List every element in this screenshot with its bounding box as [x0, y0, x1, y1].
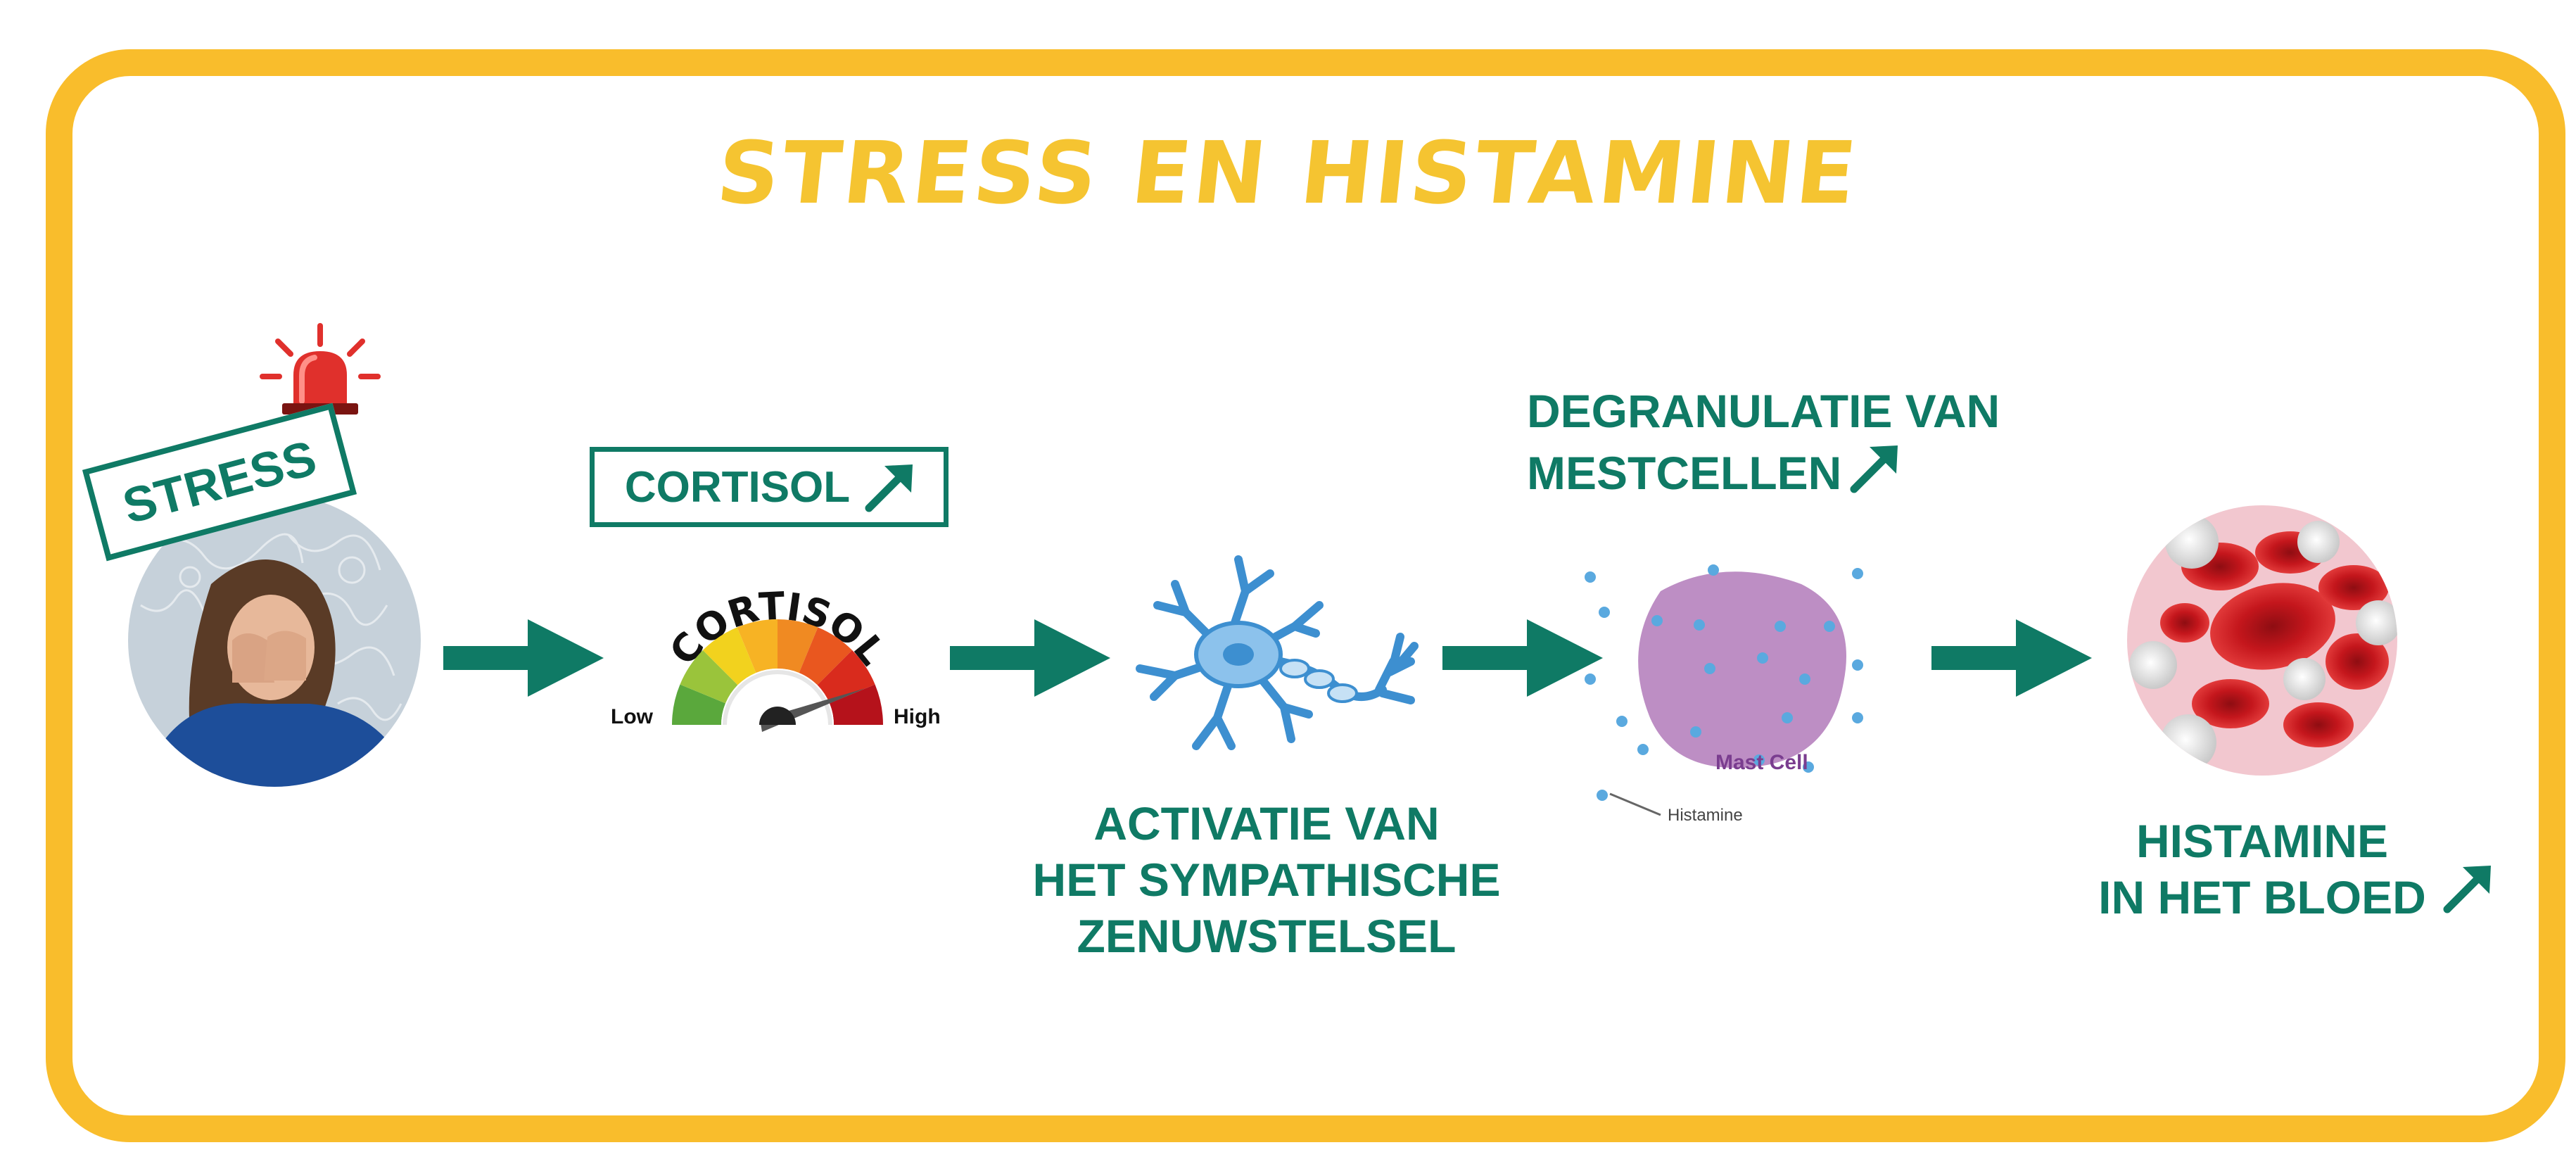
gauge-segment — [702, 627, 756, 685]
histamine-granule — [1637, 744, 1649, 755]
gauge-segment — [829, 684, 883, 725]
histamine-granule — [1775, 621, 1786, 632]
gauge-segment — [778, 619, 818, 673]
histamine-granule — [1852, 712, 1863, 723]
alarm-light-icon — [260, 323, 381, 415]
cortisol-gauge: CORTISOL Low High — [611, 583, 941, 732]
cortisol-label: CORTISOL — [624, 462, 851, 512]
histamine-granule — [1852, 568, 1863, 579]
mast-caption-line-1: DEGRANULATIE VAN — [1527, 385, 2000, 437]
trend-up-arrow-icon — [2443, 866, 2491, 913]
nervous-caption-line-2: HET SYMPATHISCHE — [1032, 854, 1501, 906]
blood-caption-line-1: HISTAMINE — [2136, 815, 2389, 867]
nervous-caption-line-1: ACTIVATIE VAN — [1093, 797, 1440, 849]
flow-arrow-3 — [1442, 619, 1603, 697]
histamine-granule — [1803, 761, 1814, 773]
mast-cell-caption: DEGRANULATIE VAN MESTCELLEN — [1527, 380, 2062, 504]
mast-cell-label: Mast Cell — [1715, 751, 1808, 774]
cortisol-label-box: CORTISOL — [590, 447, 948, 527]
histamine-granule — [1782, 712, 1793, 723]
histamine-granule — [1585, 673, 1596, 685]
histamine-granule — [1690, 726, 1701, 738]
diagram-title: STRESS EN HISTAMINE — [712, 123, 1864, 223]
histamine-granule — [1616, 716, 1628, 727]
histamine-granule — [1694, 619, 1705, 631]
gauge-low-label: Low — [611, 705, 654, 728]
neuron-icon — [1136, 555, 1419, 750]
histamine-granule — [1757, 652, 1768, 664]
gauge-segment — [737, 619, 778, 673]
histamine-granule — [1651, 615, 1663, 626]
mast-caption-line-2: MESTCELLEN — [1527, 447, 1842, 499]
histamine-granule — [1852, 659, 1863, 671]
stress-photo — [128, 494, 421, 787]
histamine-granule — [1708, 564, 1719, 576]
flow-arrow-2 — [950, 619, 1110, 697]
blood-cells-illustration — [2127, 505, 2397, 776]
gauge-high-label: High — [894, 705, 941, 728]
nervous-caption-line-3: ZENUWSTELSEL — [1077, 910, 1457, 962]
histamine-granule — [1753, 754, 1765, 766]
histamine-granule — [1597, 790, 1608, 801]
gauge-segment — [799, 627, 853, 685]
blood-caption-line-2: IN HET BLOED — [2098, 871, 2426, 923]
histamine-label: Histamine — [1668, 806, 1743, 825]
gauge-segment — [680, 650, 738, 704]
histamine-granule — [1599, 607, 1610, 618]
histamine-granule — [1585, 571, 1596, 583]
trend-up-arrow-icon — [1850, 445, 1898, 493]
flow-arrow-1 — [443, 619, 604, 697]
trend-up-arrow-icon — [865, 464, 913, 512]
nervous-system-caption: ACTIVATIE VAN HET SYMPATHISCHE ZENUWSTEL… — [985, 795, 1548, 964]
histamine-granule — [1824, 621, 1835, 632]
histamine-granule — [1704, 663, 1715, 674]
mast-cell-illustration: Mast Cell Histamine — [1585, 564, 1863, 825]
gauge-segment — [672, 684, 726, 725]
histamine-granule — [1799, 673, 1810, 685]
blood-caption: HISTAMINE IN HET BLOED — [2065, 813, 2459, 925]
flow-arrow-4 — [1931, 619, 2092, 697]
